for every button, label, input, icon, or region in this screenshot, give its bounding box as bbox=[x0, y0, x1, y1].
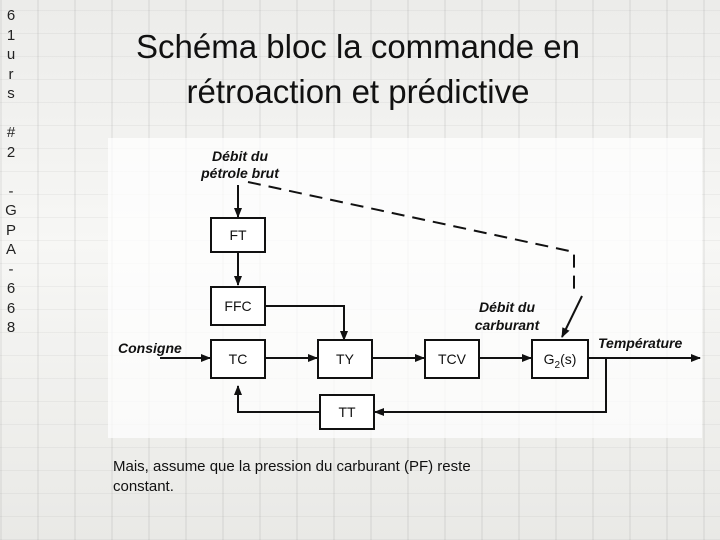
block-ft: FT bbox=[211, 218, 265, 252]
crude-flow-label-line-2: pétrole brut bbox=[200, 165, 280, 181]
block-ffc-label: FFC bbox=[224, 298, 251, 314]
crude-flow-label-line-1: Débit du bbox=[212, 148, 268, 164]
block-tcv-label: TCV bbox=[438, 351, 467, 367]
block-ffc: FFC bbox=[211, 287, 265, 325]
fuel-flow-label-line-2: carburant bbox=[475, 317, 541, 333]
block-g2: G2(s) bbox=[532, 340, 588, 378]
block-tc-label: TC bbox=[229, 351, 248, 367]
block-tcv: TCV bbox=[425, 340, 479, 378]
note-line-2: constant. bbox=[113, 477, 593, 497]
block-tc: TC bbox=[211, 340, 265, 378]
block-tt-label: TT bbox=[338, 404, 356, 420]
block-ty: TY bbox=[318, 340, 372, 378]
g2-letter: G bbox=[544, 351, 555, 367]
diagram-panel bbox=[108, 138, 702, 438]
setpoint-label: Consigne bbox=[118, 340, 182, 356]
block-ty-label: TY bbox=[336, 351, 355, 367]
block-ft-label: FT bbox=[229, 227, 247, 243]
g2-suffix: (s) bbox=[560, 351, 576, 367]
assumption-note: Mais, assume que la pression du carburan… bbox=[113, 457, 593, 497]
fuel-flow-label-line-1: Débit du bbox=[479, 299, 535, 315]
temperature-label: Température bbox=[598, 335, 683, 351]
note-line-1: Mais, assume que la pression du carburan… bbox=[113, 457, 593, 477]
block-tt: TT bbox=[320, 395, 374, 429]
